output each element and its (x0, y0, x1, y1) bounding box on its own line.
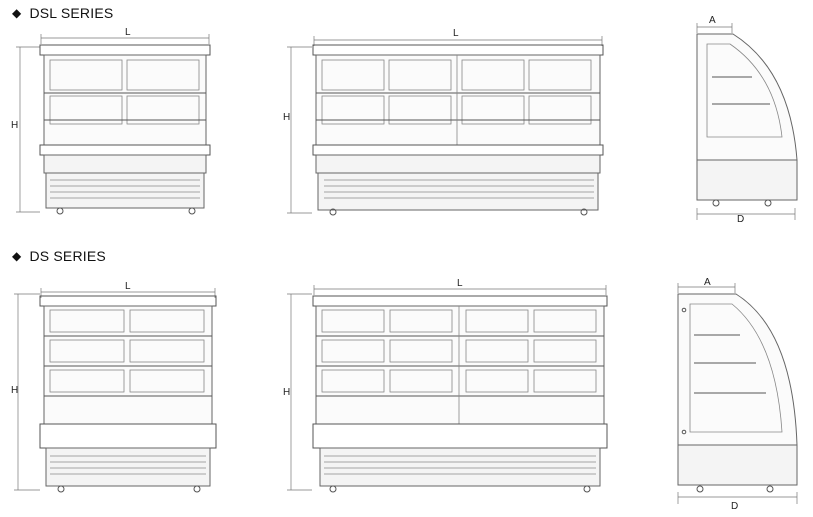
ds-side-depth-top-label: A (704, 277, 711, 288)
dsl-small-length-label: L (125, 27, 131, 38)
dsl-side-depth-top-label: A (709, 15, 716, 26)
dsl-series-heading: ◆ DSL SERIES (12, 5, 113, 21)
ds-side-view: A D (677, 277, 798, 512)
diamond-icon: ◆ (12, 249, 22, 263)
dsl-large-front-view: L H (283, 28, 604, 216)
diamond-icon: ◆ (12, 6, 22, 20)
ds-series-title: DS SERIES (29, 248, 106, 264)
ds-small-length-label: L (125, 281, 131, 292)
ds-side-depth-bottom-label: D (731, 501, 738, 512)
ds-large-front-view: L H (283, 278, 608, 493)
dsl-large-height-label: H (283, 112, 290, 123)
ds-series-heading: ◆ DS SERIES (12, 248, 106, 264)
dsl-small-front-view: L H (11, 27, 211, 215)
dsl-series-title: DSL SERIES (29, 5, 114, 21)
ds-small-height-label: H (11, 385, 18, 396)
dsl-side-depth-bottom-label: D (737, 214, 744, 225)
ds-large-height-label: H (283, 387, 290, 398)
ds-large-length-label: L (457, 278, 463, 289)
dsl-small-height-label: H (11, 120, 18, 131)
dsl-side-view: A D (696, 15, 798, 225)
ds-small-front-view: L H (11, 281, 217, 493)
dsl-large-length-label: L (453, 28, 459, 39)
